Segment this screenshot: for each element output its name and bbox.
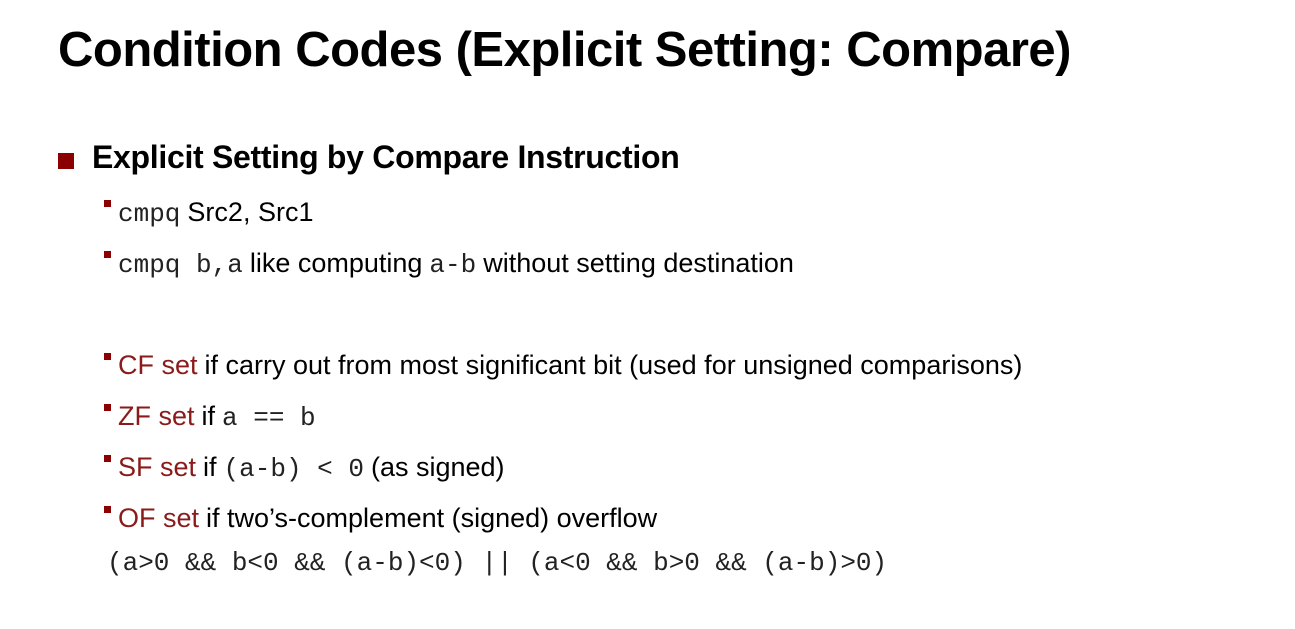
main-bullet: Explicit Setting by Compare Instruction [58, 139, 680, 176]
flag-label: ZF set [118, 401, 195, 431]
flag-label: OF set [118, 503, 200, 533]
list-item-of: OF set if two’s-complement (signed) over… [104, 503, 657, 534]
square-bullet-icon [104, 404, 111, 411]
flag-label: SF set [118, 452, 197, 482]
flag-text: if [203, 452, 217, 482]
code-text: (a-b) < 0 [223, 454, 364, 484]
overflow-expression: (a>0 && b<0 && (a-b)<0) || (a<0 && b>0 &… [107, 548, 888, 578]
square-bullet-icon [104, 251, 111, 258]
square-bullet-icon [104, 506, 111, 513]
flag-text: if two’s-complement (signed) overflow [206, 503, 658, 533]
square-bullet-icon [58, 152, 74, 169]
item-text: Src2, Src1 [187, 197, 314, 227]
flag-text: if [201, 401, 216, 431]
code-text: a-b [429, 250, 477, 280]
item-text: like computing [249, 248, 423, 278]
square-bullet-icon [104, 353, 111, 360]
square-bullet-icon [104, 200, 111, 207]
list-item-sf: SF set if (a-b) < 0 (as signed) [104, 452, 505, 484]
code-text: cmpq [118, 199, 181, 229]
list-item-zf: ZF set if a == b [104, 401, 316, 433]
code-text: a == b [222, 403, 316, 433]
square-bullet-icon [104, 455, 111, 462]
main-bullet-heading: Explicit Setting by Compare Instruction [92, 139, 680, 175]
list-item-cmpq-syntax: cmpq Src2, Src1 [104, 197, 313, 229]
flag-text-2: (as signed) [370, 452, 505, 482]
list-item-cf: CF set if carry out from most significan… [104, 350, 1022, 381]
slide-title: Condition Codes (Explicit Setting: Compa… [58, 23, 1071, 77]
flag-text: if carry out from most significant bit (… [204, 350, 1023, 380]
item-text: without setting destination [483, 248, 794, 278]
code-text: cmpq b,a [118, 250, 243, 280]
list-item-cmpq-example: cmpq b,a like computing a-b without sett… [104, 248, 794, 280]
flag-label: CF set [118, 350, 198, 380]
